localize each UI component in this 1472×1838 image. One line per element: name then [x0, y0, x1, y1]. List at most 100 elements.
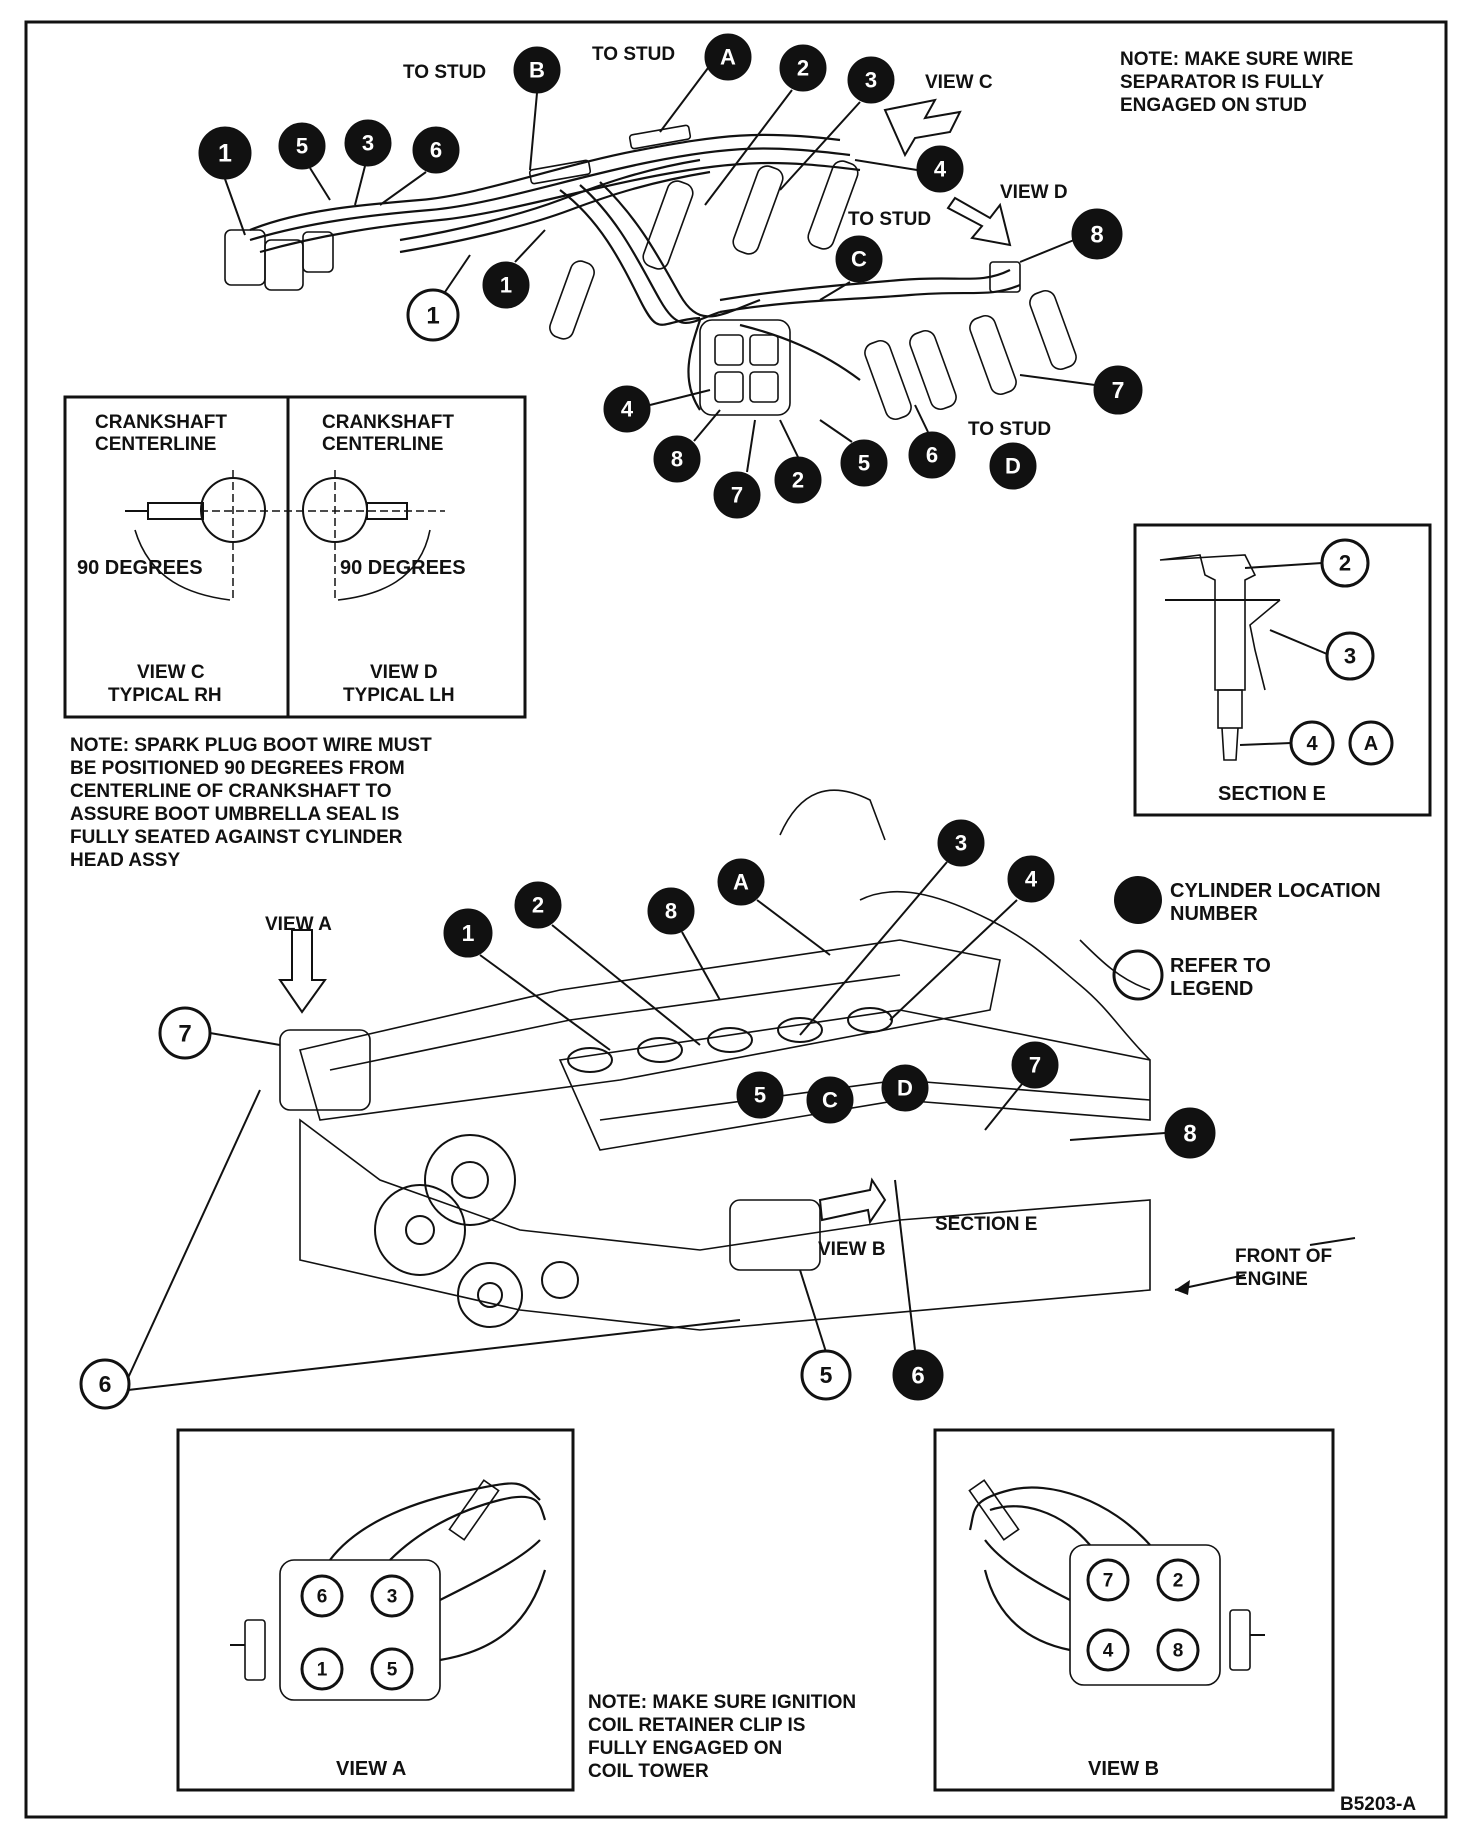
- cylinder-callout-2: 2: [774, 456, 822, 504]
- view-c-header-line-2: CENTERLINE: [95, 434, 216, 455]
- callout-text: 8: [665, 899, 677, 924]
- callout-circle: [847, 56, 895, 104]
- callout-text: 7: [1112, 377, 1125, 403]
- callout-text: 5: [296, 134, 308, 159]
- callout-circle: [1348, 720, 1394, 766]
- callout-circle: [1071, 208, 1123, 260]
- legend-black-label-line-1: CYLINDER LOCATION: [1170, 880, 1381, 902]
- legend-callout-a: A: [1348, 720, 1394, 766]
- callout-circle: [806, 1076, 854, 1124]
- cylinder-callout-5: 5: [278, 122, 326, 170]
- callout-text: 2: [792, 468, 804, 493]
- legend-callout-5: 5: [370, 1647, 414, 1691]
- callout-text: 3: [1344, 644, 1356, 669]
- legend-callout-7: 7: [158, 1006, 212, 1060]
- callout-text: 7: [1103, 1571, 1114, 1592]
- callout-circle: [412, 126, 460, 174]
- callout-text: 6: [99, 1371, 112, 1397]
- note-wire-separator-line-1: NOTE: MAKE SURE WIRE: [1120, 49, 1353, 70]
- callout-circle: [1320, 538, 1370, 588]
- callout-circle: [158, 1006, 212, 1060]
- to-stud-a-label: TO STUD: [592, 44, 675, 65]
- callout-circle: [892, 1349, 944, 1401]
- section-e-box: [1133, 523, 1432, 817]
- callout-circle: [653, 435, 701, 483]
- view-c-arrow-label: VIEW C: [925, 72, 993, 93]
- callout-text: B: [529, 58, 545, 83]
- cylinder-callout-1: 1: [443, 908, 493, 958]
- cylinder-callout-8: 8: [647, 887, 695, 935]
- note-coil-line-1: NOTE: MAKE SURE IGNITION: [588, 1692, 856, 1713]
- note-spark-plug-line-6: HEAD ASSY: [70, 850, 180, 871]
- callout-circle: [198, 126, 252, 180]
- note-spark-plug-line-5: FULLY SEATED AGAINST CYLINDER: [70, 827, 403, 848]
- to-stud-c-label: TO STUD: [848, 209, 931, 230]
- cylinder-callout-6: 6: [412, 126, 460, 174]
- callout-circle: [835, 235, 883, 283]
- legend-callout-4: 4: [1086, 1628, 1130, 1672]
- legend-white-label-line-1: REFER TO: [1170, 955, 1271, 977]
- view-d-arrow-label: VIEW D: [1000, 182, 1068, 203]
- view-c-caption-line-2: TYPICAL RH: [108, 685, 222, 706]
- cylinder-callout-5: 5: [840, 439, 888, 487]
- engine-drawing: [127, 789, 1356, 1391]
- legend-callout-4: 4: [1289, 720, 1335, 766]
- callout-circle: [774, 456, 822, 504]
- views-c-d-box: [63, 395, 527, 719]
- callout-circle: [370, 1647, 414, 1691]
- section-e-caption: SECTION E: [1218, 783, 1326, 805]
- note-spark-plug-line-1: NOTE: SPARK PLUG BOOT WIRE MUST: [70, 735, 432, 756]
- callout-circle: [1011, 1041, 1059, 1089]
- cylinder-callout-8: 8: [1164, 1107, 1216, 1159]
- cylinder-callout-4: 4: [603, 385, 651, 433]
- callout-text: 2: [532, 893, 544, 918]
- note-wire-separator-line-3: ENGAGED ON STUD: [1120, 95, 1307, 116]
- callout-text: 3: [955, 831, 967, 856]
- callout-text: 6: [317, 1587, 328, 1608]
- legend-callout-8: 8: [1156, 1628, 1200, 1672]
- cylinder-callout-2: 2: [514, 881, 562, 929]
- callout-circle: [513, 46, 561, 94]
- section-e-engine-label: SECTION E: [935, 1214, 1037, 1235]
- legend-black-circle: [1114, 876, 1162, 924]
- cylinder-callout-4: 4: [1007, 855, 1055, 903]
- legend-callout-1: 1: [300, 1647, 344, 1691]
- legend-white-circle: [1112, 949, 1164, 1001]
- view-a-arrow-label: VIEW A: [265, 914, 332, 935]
- view-d-caption-line-1: VIEW D: [370, 662, 438, 683]
- cylinder-callout-8: 8: [653, 435, 701, 483]
- top-harness-drawing: [224, 67, 1096, 473]
- to-stud-d-label: TO STUD: [968, 419, 1051, 440]
- view-b-arrow-label: VIEW B: [818, 1239, 886, 1260]
- cylinder-callout-7: 7: [1011, 1041, 1059, 1089]
- note-wire-separator-line-2: SEPARATOR IS FULLY: [1120, 72, 1324, 93]
- callout-text: 5: [387, 1660, 398, 1681]
- callout-circle: [1164, 1107, 1216, 1159]
- view-c-header-line-1: CRANKSHAFT: [95, 412, 227, 433]
- callout-text: 7: [178, 1020, 191, 1047]
- callout-text: A: [733, 870, 749, 895]
- cylinder-callout-5: 5: [736, 1071, 784, 1119]
- legend-callout-7: 7: [1086, 1558, 1130, 1602]
- callout-circle: [1156, 1628, 1200, 1672]
- legend-white-label-line-2: LEGEND: [1170, 978, 1253, 1000]
- callout-text: 3: [865, 68, 877, 93]
- view-a-inset-caption: VIEW A: [336, 1758, 406, 1780]
- plug-boots: [549, 160, 1077, 421]
- cylinder-callout-d: D: [881, 1064, 929, 1112]
- callout-circle: [278, 122, 326, 170]
- callout-circle: [1086, 1558, 1130, 1602]
- callout-text: 3: [387, 1587, 398, 1608]
- callout-text: 8: [1183, 1120, 1196, 1147]
- callout-text: 2: [1173, 1571, 1184, 1592]
- callout-text: 5: [820, 1362, 833, 1388]
- callout-text: 4: [934, 157, 947, 182]
- callout-text: 1: [426, 302, 439, 329]
- view-c-degrees: 90 DEGREES: [77, 557, 203, 579]
- callout-text: C: [851, 247, 867, 272]
- callout-circle: [79, 1358, 131, 1410]
- callout-text: D: [897, 1076, 913, 1101]
